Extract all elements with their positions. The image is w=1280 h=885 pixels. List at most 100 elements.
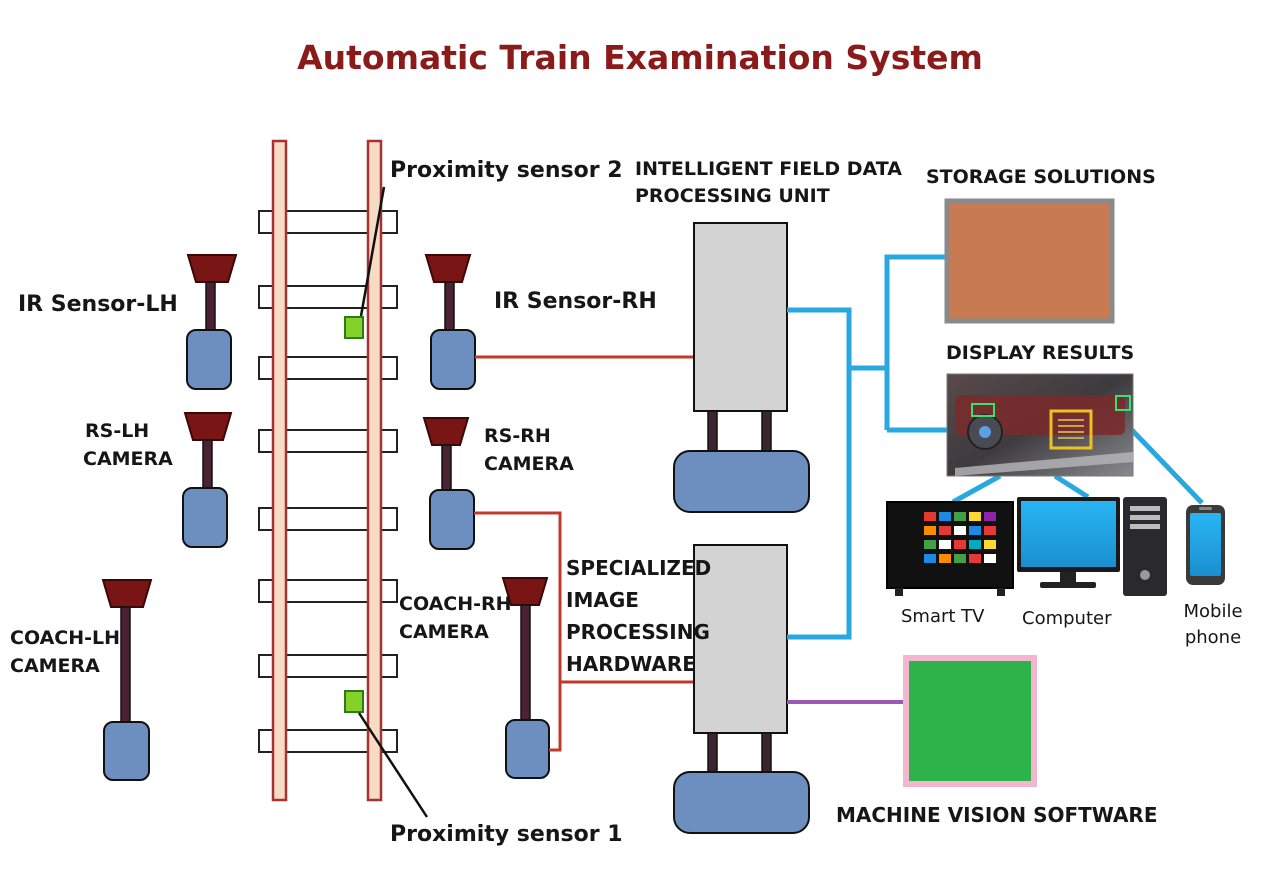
sleeper [258,729,398,753]
computer-tower [1123,497,1167,596]
proximity-sensor-2 [344,316,364,339]
left-rail [271,139,288,802]
camera-pole [205,281,216,331]
proximity-sensor-1-label: Proximity sensor 1 [390,822,623,847]
detection-box-green-2 [1115,395,1131,411]
field-unit-label: INTELLIGENT FIELD DATA PROCESSING UNIT [635,158,902,208]
display-results-image [946,373,1134,477]
label-line: COACH-RH [399,593,512,615]
red-links [474,355,694,752]
label-line: RS-LH [85,420,150,442]
label-line: SPECIALIZED [566,556,712,580]
railway-track [258,139,398,802]
label-line: PROCESSING [566,620,710,644]
smart-tv-label: Smart TV [901,606,985,627]
label-line: CAMERA [83,447,173,470]
label-line: Mobile [1183,601,1243,622]
camera-head [424,254,472,283]
label-line: phone [1184,626,1242,648]
label-line: HARDWARE [566,652,696,676]
monitor-foot [1040,582,1096,588]
unit-cabinet [693,222,788,412]
sleeper [258,654,398,678]
label-line: CAMERA [10,654,100,677]
rs-rh-to-image-hw-link [474,511,562,752]
coach-lh-camera-label: COACH-LH CAMERA [10,627,121,678]
sleeper [258,507,398,531]
camera-pole [202,439,213,489]
camera-pole [520,604,531,721]
sleeper [258,429,398,453]
proximity-sensor-1 [344,690,364,713]
label-line: IMAGE [566,588,639,612]
rail-shadow [955,452,1133,476]
blue-links [787,254,1204,640]
camera-head [186,254,238,283]
label-line: CAMERA [484,452,574,475]
diagram-title: Automatic Train Examination System [297,38,983,77]
label-line: PROCESSING UNIT [635,184,830,207]
display-results-label: DISPLAY RESULTS [946,342,1135,364]
rs-rh-camera [422,417,475,550]
tv-app-tiles [924,512,996,563]
ir-sensor-rh-label: IR Sensor-RH [494,289,657,314]
label-line: INTELLIGENT FIELD DATA [635,158,902,180]
ir-sensor-lh-label: IR Sensor-LH [18,292,178,317]
sleeper [258,210,398,234]
label-line: COACH-LH [10,627,121,649]
field-data-processing-unit [673,222,810,513]
image-hardware-label: SPECIALIZED IMAGE PROCESSING HARDWARE [566,552,711,680]
right-rail [366,139,383,802]
machine-vision-software-box [903,655,1037,787]
phone-screen [1190,513,1221,576]
camera-body [430,329,476,390]
image-processing-hardware [673,544,810,834]
detection-box-yellow [1049,409,1093,450]
camera-body [103,721,150,781]
ir-sensor-rh [424,254,476,390]
camera-pole [120,606,131,723]
display-to-mobile-link [1128,426,1204,505]
coach-rh-camera [501,577,550,779]
sleeper [258,356,398,380]
smart-tv-icon [886,501,1014,596]
monitor-screen [1021,501,1116,567]
camera-pole [444,281,455,331]
unit-cabinet [693,544,788,734]
camera-body [505,719,550,779]
tv-stand [997,588,1005,596]
label-line: CAMERA [399,620,489,643]
field-unit-to-bus-link [787,307,852,640]
display-to-computer-link [1053,473,1090,500]
computer-icon [1017,497,1167,596]
camera-head [501,577,549,606]
unit-base [673,450,810,513]
wheel-hub-icon [979,426,991,438]
display-to-tv-link [951,473,1002,505]
sleepers [258,210,398,753]
ir-sensor-lh [186,254,238,390]
proximity-sensor-2-label: Proximity sensor 2 [390,158,623,183]
rs-rh-camera-label: RS-RH CAMERA [484,425,574,476]
camera-body [182,487,228,548]
camera-head [183,412,233,441]
label-line: RS-RH [484,425,551,447]
camera-head [422,417,470,446]
camera-body [186,329,232,390]
coach-lh-camera [101,579,153,781]
computer-label: Computer [1022,608,1112,629]
coach-rh-camera-label: COACH-RH CAMERA [399,593,512,644]
proximity-sensor-2-leader [359,186,386,317]
sleeper [258,579,398,603]
rs-lh-camera [182,412,233,548]
mobile-phone-label: Mobile phone [1178,601,1248,648]
mobile-phone-icon [1186,505,1225,585]
camera-pole [441,444,452,491]
proximity-sensor-1-leader [357,712,429,818]
storage-solutions-box [944,198,1115,324]
storage-branch-link [884,254,947,430]
unit-base [673,771,810,834]
tv-stand [895,588,903,596]
detection-box-green [971,403,995,417]
spring-icon [1058,419,1084,439]
